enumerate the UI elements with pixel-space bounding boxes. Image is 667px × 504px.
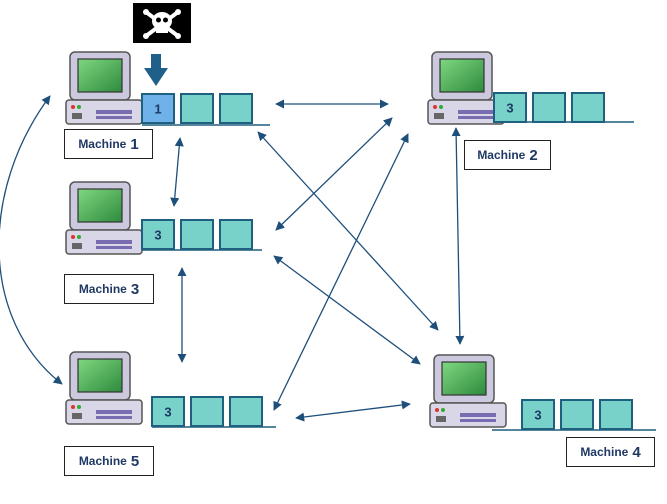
arrow-m2-m3 <box>275 117 393 231</box>
computer-icon-4 <box>429 354 507 428</box>
queue-block-label-1: 1 <box>154 102 161 117</box>
computer-icon-2 <box>427 51 505 125</box>
queue-block-label-4: 3 <box>534 408 541 423</box>
computer-icon-3 <box>65 181 143 255</box>
arrow-m2-m4 <box>451 127 465 345</box>
infection-arrow <box>144 54 168 86</box>
skull-crossbones-icon <box>133 3 191 43</box>
queue-block-5-3 <box>229 396 263 427</box>
queue-block-4-3 <box>599 399 633 430</box>
queue-block-4-1 <box>521 399 555 430</box>
queue-block-3-3 <box>219 219 253 250</box>
queue-block-label-5: 3 <box>164 405 171 420</box>
arrow-m1-m5 <box>0 95 63 385</box>
queue-block-2-1 <box>493 92 527 123</box>
queue-block-2-3 <box>571 92 605 123</box>
computer-icon-5 <box>65 351 143 425</box>
connection-arrows <box>0 95 465 422</box>
arrow-m3-m4 <box>273 255 421 365</box>
queue-block-1-2 <box>180 93 214 124</box>
queues: 1 3 3 3 3 <box>141 92 656 431</box>
queue-block-3-2 <box>180 219 214 250</box>
queue-block-label-3: 3 <box>154 228 161 243</box>
queue-block-1-1 <box>141 93 175 124</box>
computer-icon-1 <box>65 51 143 125</box>
queue-block-5-1 <box>151 396 185 427</box>
queue-block-5-2 <box>190 396 224 427</box>
computers <box>65 51 507 428</box>
arrow-m1-m4 <box>257 131 439 331</box>
arrow-m5-m4 <box>295 400 411 422</box>
arrow-m1-m3 <box>170 137 184 207</box>
queue-block-4-2 <box>560 399 594 430</box>
queue-block-label-2: 3 <box>506 101 513 116</box>
queue-block-2-2 <box>532 92 566 123</box>
queue-block-3-1 <box>141 219 175 250</box>
queue-block-1-3 <box>219 93 253 124</box>
arrow-m2-m5 <box>273 133 409 411</box>
